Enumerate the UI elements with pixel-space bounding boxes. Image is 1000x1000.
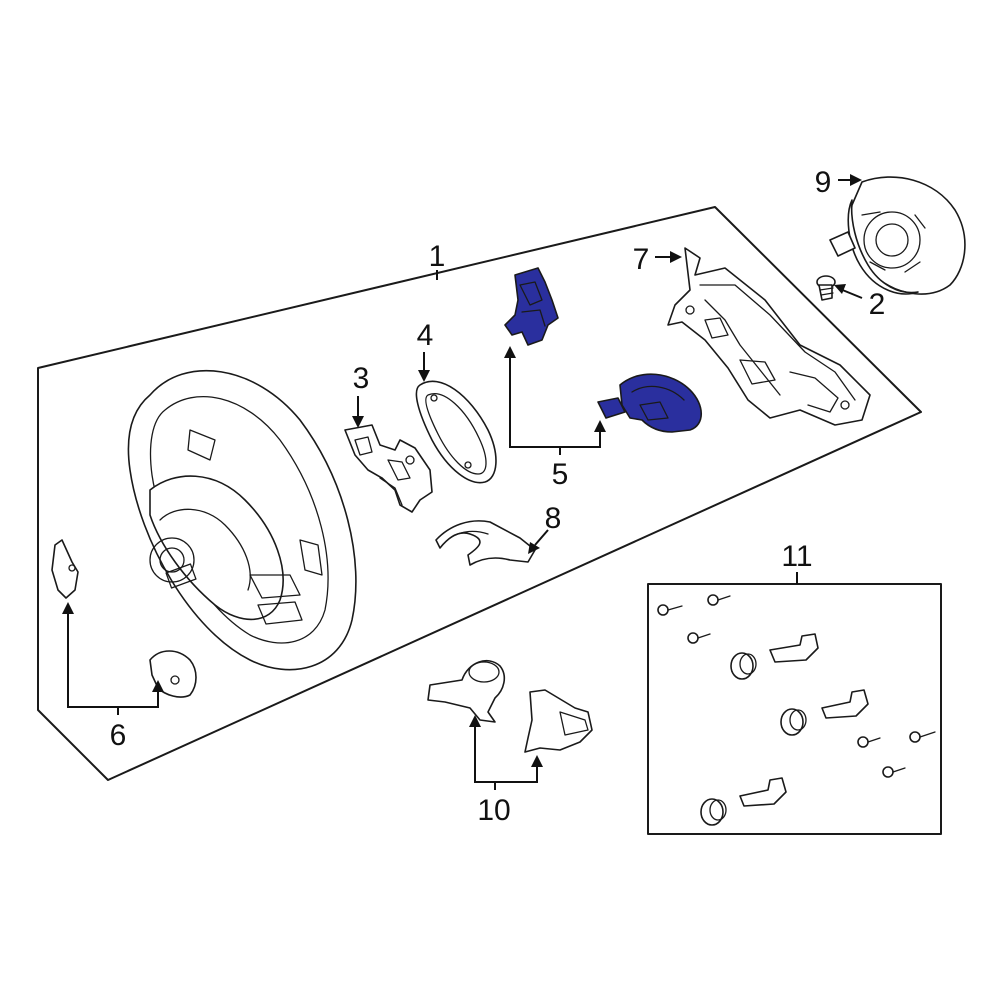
callout-4: 4 [417, 319, 434, 352]
arrow-8 [528, 542, 540, 554]
part-11-hardware[interactable] [657, 594, 936, 826]
leader-8 [534, 529, 549, 546]
arrow-4 [418, 370, 430, 382]
part-10-control-right[interactable] [524, 689, 593, 753]
arrow-9 [850, 174, 862, 186]
leader-6 [67, 612, 159, 708]
arrow-3 [352, 416, 364, 428]
arrow-6a [62, 602, 74, 614]
callout-1: 1 [429, 240, 446, 273]
part-9-airbag-module[interactable] [829, 176, 966, 295]
callout-10: 10 [477, 794, 510, 827]
arrow-5a [504, 346, 516, 358]
callout-7: 7 [633, 243, 650, 276]
part-10-control-left[interactable] [427, 660, 506, 723]
callout-6: 6 [110, 719, 127, 752]
steering-wheel[interactable] [127, 369, 357, 671]
callout-9: 9 [815, 166, 832, 199]
part-8-trim[interactable] [435, 520, 536, 566]
part-6-paddle-right[interactable] [149, 650, 197, 698]
arrow-7 [670, 251, 682, 263]
assembly-panel [37, 206, 922, 781]
leader-10 [474, 725, 538, 783]
leader-5 [509, 355, 601, 448]
callout-8: 8 [545, 502, 562, 535]
callout-3: 3 [353, 362, 370, 395]
part-5-switch-upper[interactable] [504, 267, 559, 346]
leader-2 [839, 288, 863, 299]
part-6-paddle-left[interactable] [51, 539, 79, 599]
arrow-5b [594, 420, 606, 432]
callout-2: 2 [869, 288, 886, 321]
part-3-bracket[interactable] [344, 424, 433, 513]
callout-5: 5 [552, 458, 569, 491]
part-7-rear-cover[interactable] [667, 247, 871, 426]
arrow-2 [834, 284, 846, 294]
part-2-screw[interactable] [816, 275, 836, 301]
callout-11: 11 [781, 540, 812, 573]
part-5-switch-lower[interactable] [597, 373, 703, 433]
part-4-contact-plate[interactable] [415, 380, 497, 484]
part-11-hardware-box [647, 583, 942, 835]
arrow-6b [152, 680, 164, 692]
arrow-10a [469, 715, 481, 727]
arrow-10b [531, 755, 543, 767]
